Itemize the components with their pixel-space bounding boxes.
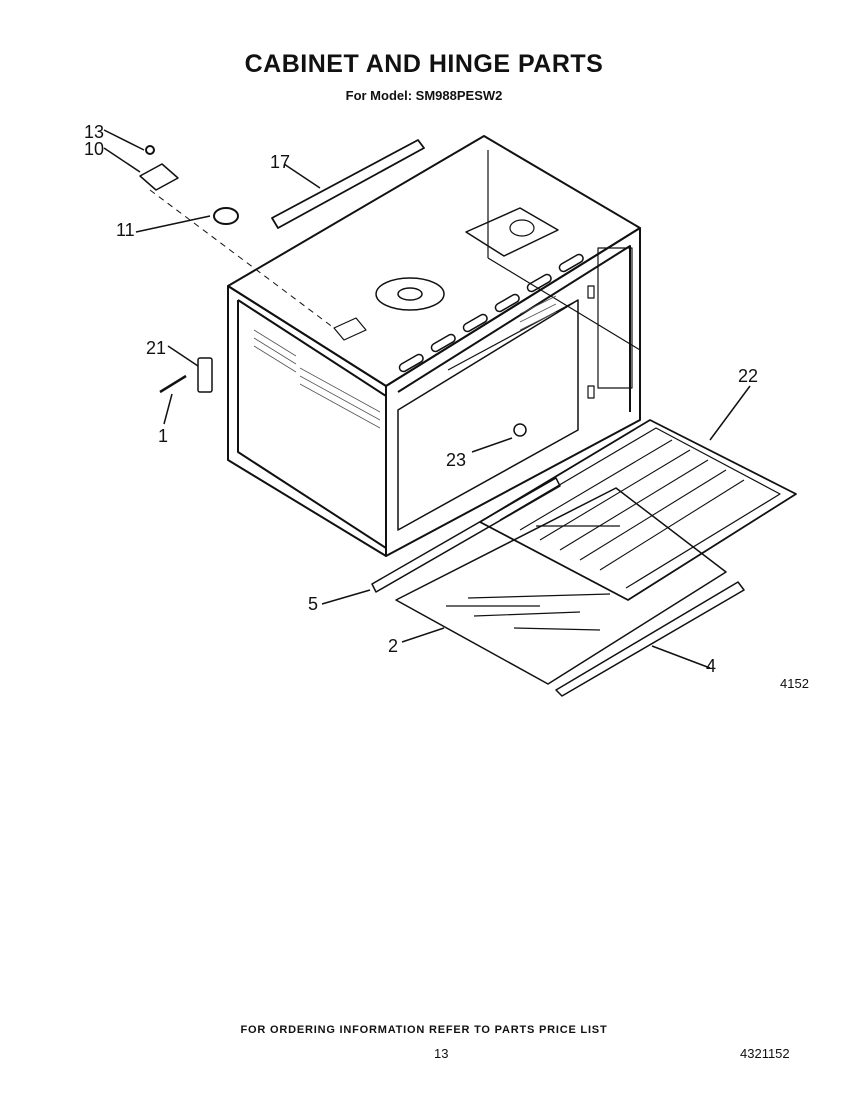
callout-2: 2	[388, 636, 398, 656]
cabinet-body	[227, 135, 641, 557]
part-17-bar	[271, 139, 425, 229]
callout-10: 10	[84, 139, 104, 159]
document-number: 4321152	[740, 1046, 790, 1061]
callout-5: 5	[308, 594, 318, 614]
part-22-door-frame	[479, 419, 797, 601]
callout-22: 22	[738, 366, 758, 386]
part-21-block	[197, 357, 213, 393]
callout-17: 17	[270, 152, 290, 172]
part-1-screw	[159, 374, 187, 394]
part-2-glass	[395, 487, 727, 685]
part-13-screw	[145, 145, 155, 155]
part-5-strip	[371, 477, 561, 593]
page-title: CABINET AND HINGE PARTS	[244, 50, 604, 78]
ordering-note: FOR ORDERING INFORMATION REFER TO PARTS …	[240, 1024, 608, 1036]
callout-21: 21	[146, 338, 166, 358]
figure-code: 4152	[780, 676, 809, 691]
part-23-clip	[513, 423, 527, 437]
callout-4: 4	[706, 656, 716, 676]
callout-1: 1	[158, 426, 168, 446]
model-subtitle: For Model: SM988PESW2	[345, 88, 503, 103]
callout-11: 11	[116, 220, 135, 240]
callout-23: 23	[446, 450, 466, 470]
page-number: 13	[434, 1046, 449, 1061]
callout-13: 13	[84, 122, 104, 142]
part-4-strip	[555, 581, 745, 697]
part-11-lamp	[213, 207, 239, 225]
part-10-bracket	[139, 163, 179, 191]
